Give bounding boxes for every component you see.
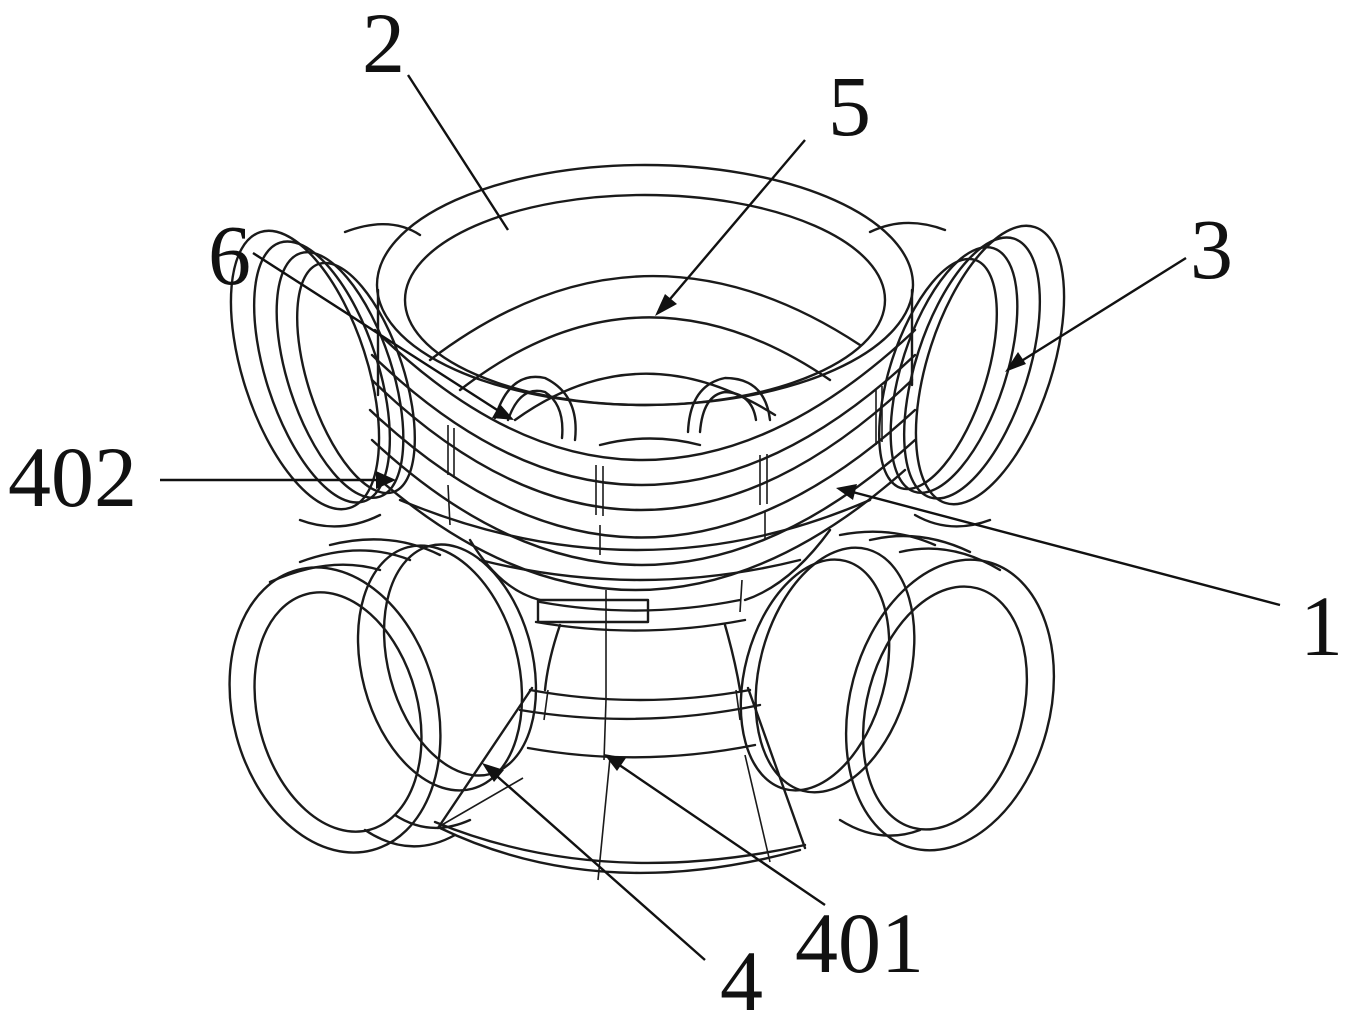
arrowhead-1 (836, 484, 857, 500)
arrowhead-401 (604, 754, 626, 771)
callout-2: 2 (362, 0, 405, 91)
callout-5: 5 (828, 58, 871, 154)
pipe-front-left (228, 538, 538, 854)
arrowhead-402 (376, 471, 396, 489)
leader-lines (160, 74, 1281, 961)
arrowhead-6 (492, 404, 514, 420)
upper-body (368, 163, 917, 592)
pipe-back-right (868, 221, 1066, 528)
pipe-front-right (739, 530, 1056, 852)
leader-3 (1014, 256, 1187, 367)
arrowhead-4 (482, 763, 504, 782)
arrowhead-3 (1005, 352, 1026, 372)
leader-5 (664, 139, 806, 306)
callout-1: 1 (1300, 578, 1343, 674)
arrowhead-5 (655, 294, 677, 316)
leader-1 (844, 488, 1281, 607)
callout-402: 402 (8, 429, 137, 525)
conical-base (433, 528, 832, 881)
leader-4 (489, 769, 706, 961)
callout-6: 6 (208, 207, 251, 303)
callout-labels: 2 5 6 3 402 1 401 4 (8, 0, 1343, 1015)
callout-401: 401 (795, 895, 924, 991)
leader-6 (252, 251, 506, 417)
leader-2 (406, 74, 510, 231)
leader-401 (611, 759, 826, 906)
callout-3: 3 (1190, 201, 1233, 297)
callout-4: 4 (720, 933, 763, 1015)
